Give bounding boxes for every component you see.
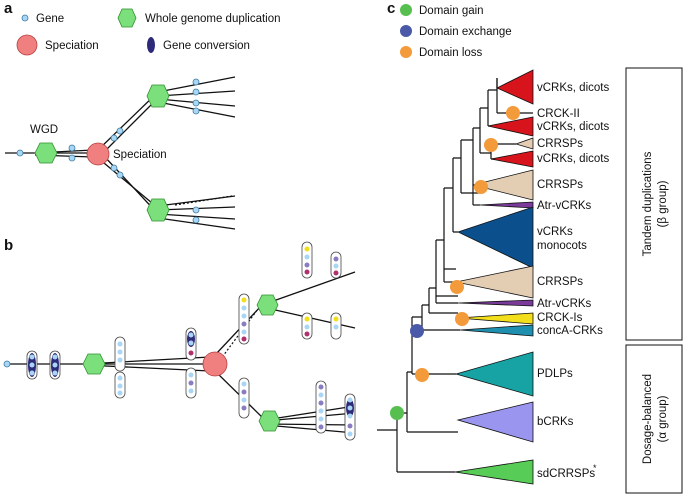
domain-loss-marker (415, 368, 429, 382)
clade-vcrks-dicots-3 (490, 150, 534, 168)
group-dosage: Dosage-balanced (α group) (625, 344, 683, 494)
domain-loss-marker (450, 280, 464, 294)
speciation-node-b (202, 351, 228, 377)
clade-vcrks-dicots-1 (496, 69, 534, 105)
domain-loss-marker (506, 106, 520, 120)
panel-label-c: c (387, 0, 395, 17)
tandem-group-sublabel: (β group) (657, 180, 669, 227)
lost-branch-dotted-b (219, 308, 259, 361)
domain-gain-marker (390, 406, 404, 420)
clade-vcrks-monocots (456, 206, 534, 269)
legend-wgd-label: Whole genome duplication (145, 13, 281, 25)
domain-exchange-icon (400, 25, 412, 37)
clade-label: CRRSPs (537, 276, 583, 288)
clade-triangles (435, 69, 534, 485)
clade-label: CRRSPs (537, 179, 583, 191)
clade-vcrks-dicots-2 (487, 116, 534, 137)
clade-atr-vcrks-2 (457, 299, 534, 307)
clade-label: vCRKs, dicots (537, 82, 609, 94)
gene-conversion-legend-icon (147, 37, 155, 53)
clade-bcrks (456, 401, 534, 443)
wgd-node-a-upper (146, 84, 170, 108)
speciation-label-a: Speciation (113, 149, 167, 161)
clade-label: concA-CRKs (537, 325, 603, 337)
domain-loss-icon (400, 46, 412, 58)
domain-exchange-marker (410, 324, 424, 338)
legend-loss-label: Domain loss (419, 47, 483, 59)
dosage-group-box (625, 344, 683, 494)
speciation-legend-icon (16, 34, 38, 56)
wgd-label-a: WGD (30, 124, 58, 136)
clade-labels: vCRKs, dicots CRCK-II vCRKs, dicots CRRS… (537, 82, 609, 480)
clade-label: monocots (537, 240, 587, 252)
wgd-legend-icon (117, 8, 137, 28)
clade-label: CRRSPs (537, 138, 583, 150)
clade-label: Atr-vCRKs (537, 200, 592, 212)
clade-label: sdCRRSPs (537, 468, 595, 480)
gene-legend-icon (21, 14, 29, 22)
wgd-node-a (34, 142, 58, 164)
clade-crrsps-2 (472, 169, 534, 201)
legend-speciation-label: Speciation (45, 40, 99, 52)
wgd-node-b-lower (258, 410, 281, 432)
clade-label: vCRKs (537, 226, 573, 238)
event-markers (390, 106, 520, 420)
tandem-group-box (625, 67, 683, 341)
legend-gain-label: Domain gain (419, 5, 484, 17)
group-tandem: Tandem duplications (β group) (625, 67, 683, 341)
clade-label: vCRKs, dicots (537, 153, 609, 165)
wgd-node-a-lower (146, 198, 170, 222)
wgd-node-b (82, 353, 106, 375)
clade-sdcrrsps (454, 459, 534, 485)
asterisk-mark: * (593, 463, 597, 473)
clade-label: CRCK-Is (537, 312, 583, 324)
tandem-group-label: Tandem duplications (642, 151, 654, 256)
clade-conca-crks (459, 324, 534, 337)
clade-label: CRCK-II (537, 108, 580, 120)
domain-loss-marker (455, 312, 469, 326)
panel-label-a: a (4, 0, 13, 17)
legend-a: Gene Whole genome duplication Speciation… (16, 8, 281, 56)
clade-atr-vcrks-1 (479, 201, 534, 209)
dosage-group-label: Dosage-balanced (642, 374, 654, 464)
dosage-group-sublabel: (α group) (657, 395, 669, 442)
legend-gene-conversion-label: Gene conversion (163, 40, 250, 52)
gene-groups-b (3, 241, 356, 441)
speciation-node-a (86, 142, 110, 166)
domain-loss-marker (484, 138, 498, 152)
wgd-node-b-upper (256, 294, 279, 316)
legend-exchange-label: Domain exchange (419, 26, 512, 38)
genes-a (16, 78, 200, 224)
clade-label: bCRKs (537, 416, 574, 428)
legend-gene-label: Gene (36, 13, 64, 25)
clade-crrsps-3 (455, 265, 534, 299)
legend-c: Domain gain Domain exchange Domain loss (400, 4, 512, 59)
clade-label: vCRKs, dicots (537, 121, 609, 133)
clade-label: Atr-vCRKs (537, 298, 592, 310)
domain-gain-icon (400, 4, 412, 16)
clade-pdlps (454, 351, 534, 397)
clade-label: PDLPs (537, 368, 573, 380)
domain-loss-marker (474, 180, 488, 194)
clade-crck-is (457, 312, 534, 325)
clade-crrsps-1 (514, 137, 534, 150)
lost-branch-dotted (174, 195, 233, 206)
panel-label-b: b (4, 237, 13, 254)
